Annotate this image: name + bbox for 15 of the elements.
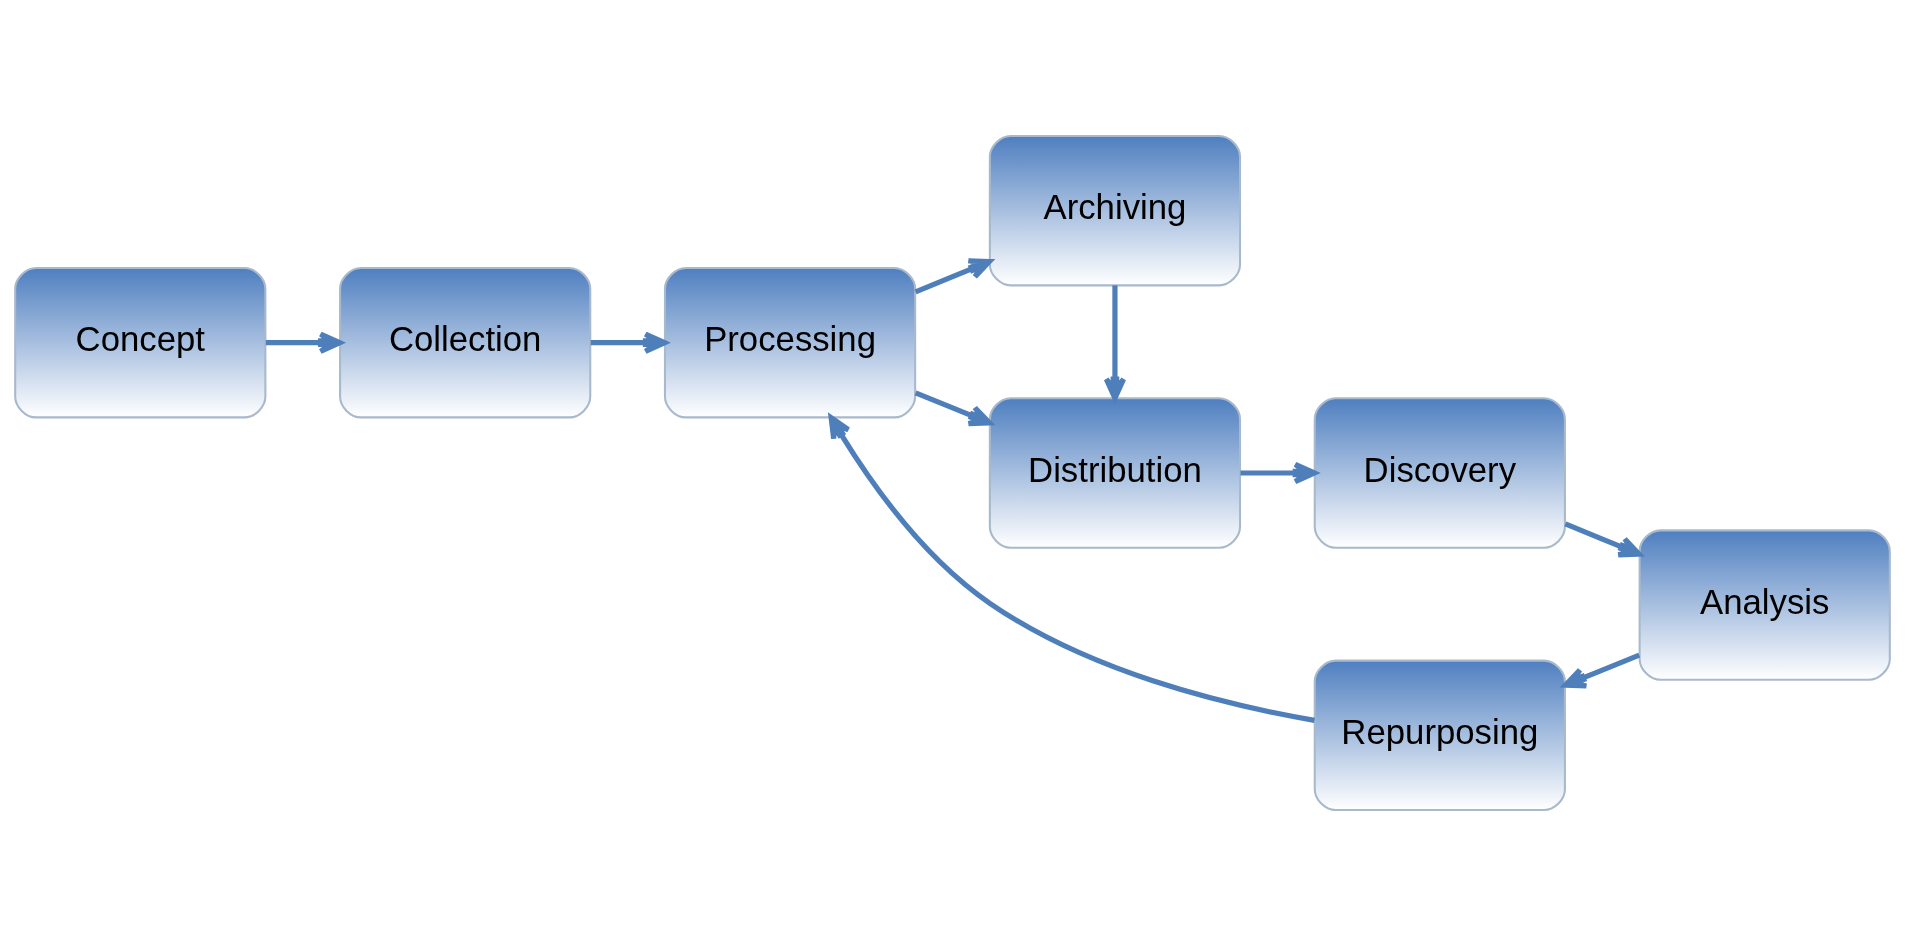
- arrow: [914, 257, 993, 294]
- node-box: Archiving: [988, 134, 1242, 286]
- node-box: Distribution: [988, 396, 1242, 549]
- node-box: Concept: [14, 266, 267, 418]
- node-box: Collection: [339, 266, 592, 418]
- arrow: [914, 389, 993, 426]
- arrow: [1564, 520, 1642, 557]
- arrow: [265, 331, 343, 354]
- node-box: Discovery: [1313, 396, 1566, 549]
- node-box: Repurposing: [1313, 659, 1566, 811]
- arrow: [1103, 284, 1127, 401]
- node-box: Processing: [663, 266, 917, 418]
- arrow: [590, 331, 668, 354]
- arrow: [1562, 652, 1641, 689]
- node-box: Analysis: [1638, 528, 1891, 681]
